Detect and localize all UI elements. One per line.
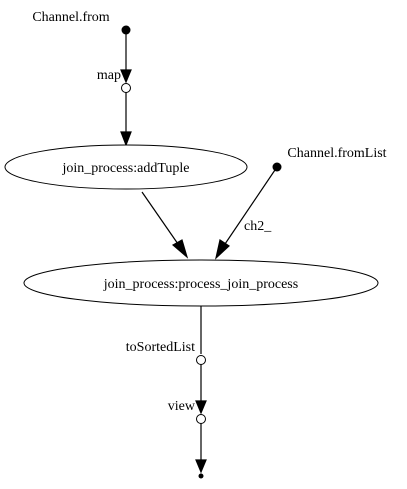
arrowhead-join-left <box>171 239 189 259</box>
node-channel-from-label: Channel.from <box>32 10 109 25</box>
edge-addtuple-to-join <box>141 191 179 245</box>
node-map-label: map <box>97 68 121 83</box>
arrowhead-addtuple <box>120 131 132 147</box>
node-addtuple-ellipse <box>4 144 248 190</box>
node-view-label: view <box>168 399 196 414</box>
node-process-join-ellipse <box>23 259 379 307</box>
node-map-dot <box>121 83 131 93</box>
node-sink-dot <box>198 473 204 479</box>
node-channel-fromlist-dot <box>272 162 282 172</box>
node-process-join-label: join_process:process_join_process <box>103 277 298 292</box>
node-channel-from-dot <box>121 25 131 35</box>
node-channel-fromlist-label: Channel.fromList <box>287 146 386 161</box>
arrowhead-view <box>195 400 207 415</box>
node-tosortedlist-label: toSortedList <box>126 340 195 355</box>
node-addtuple-label: join_process:addTuple <box>61 161 189 176</box>
node-tosortedlist-dot <box>196 355 206 365</box>
arrowhead-map <box>120 69 132 84</box>
arrowhead-sink <box>195 459 207 474</box>
edges <box>120 30 278 474</box>
edge-fromlist-to-join <box>224 166 278 245</box>
node-view-dot <box>196 414 206 424</box>
arrowhead-join-right <box>214 239 230 260</box>
edge-ch2-label: ch2_ <box>244 219 272 234</box>
